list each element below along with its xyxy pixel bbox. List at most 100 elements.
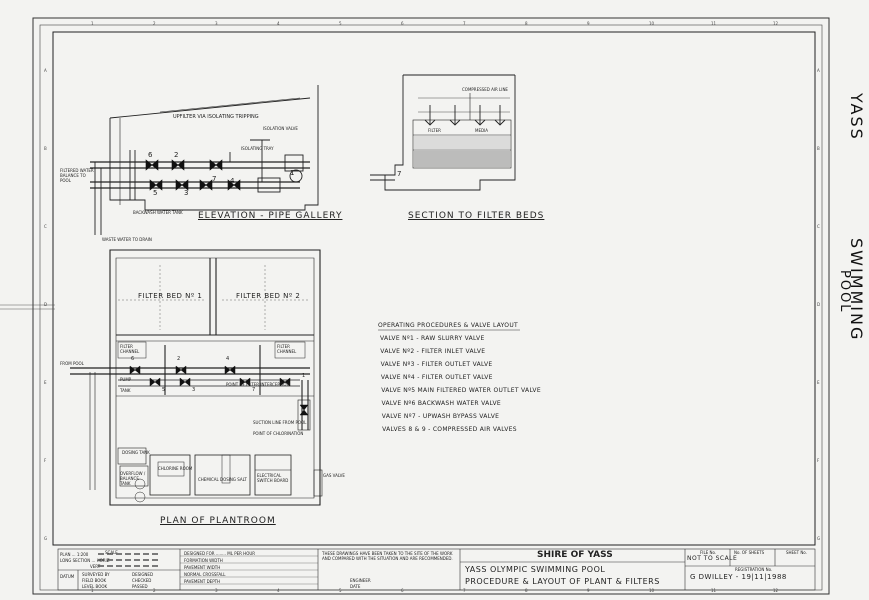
edge-number-bottom: 3 xyxy=(215,588,218,593)
section-media: MEDIA xyxy=(475,128,488,133)
edge-number-bottom: 9 xyxy=(587,588,590,593)
section-compressed-air: COMPRESSED AIR LINE xyxy=(462,87,508,92)
edge-letter-right: E xyxy=(817,380,820,385)
edge-letter-left: E xyxy=(44,380,47,385)
edge-number-top: 3 xyxy=(215,21,218,26)
plan-tank: TANK xyxy=(120,388,131,393)
edge-number-top: 12 xyxy=(773,21,779,26)
elevation-isolation-valve: ISOLATION VALVE xyxy=(263,126,298,131)
edge-number-bottom: 6 xyxy=(401,588,404,593)
tb-long-section: LONG SECTION ... HORIZ xyxy=(60,558,110,563)
tb-normal-crossfall: NORMAL CROSSFALL xyxy=(184,572,226,577)
plan-valve-3: 3 xyxy=(192,387,196,393)
tb-vert: VERT xyxy=(90,564,101,569)
edge-number-bottom: 1 xyxy=(91,588,94,593)
tb-plan-scale: PLAN ... 1:200 xyxy=(60,552,89,557)
edge-number-bottom: 7 xyxy=(463,588,466,593)
edge-number-top: 7 xyxy=(463,21,466,26)
elevation-top-note: UPFILTER VIA ISOLATING TRIPPING xyxy=(173,114,259,120)
tb-pavement-width: PAVEMENT WIDTH xyxy=(184,565,221,570)
edge-number-bottom: 8 xyxy=(525,588,528,593)
tb-formation-width: FORMATION WIDTH xyxy=(184,558,223,563)
edge-number-bottom: 4 xyxy=(277,588,280,593)
plan-valve-7: 7 xyxy=(252,387,256,393)
plan-filter-bed-1: FILTER BED Nº 1 xyxy=(138,292,203,300)
elevation-isolating-tray: ISOLATING TRAY xyxy=(241,146,274,151)
edge-number-top: 8 xyxy=(525,21,528,26)
edge-letter-left: D xyxy=(44,302,48,307)
edge-number-top: 6 xyxy=(401,21,404,26)
edge-number-top: 1 xyxy=(91,21,94,26)
plan-title: PLAN OF PLANTROOM xyxy=(160,516,276,526)
tb-project-line1: YASS OLYMPIC SWIMMING POOL xyxy=(465,565,606,574)
elevation-valve-3: 3 xyxy=(184,189,189,197)
plan-pump: PUMP xyxy=(120,377,132,382)
edge-number-top: 10 xyxy=(649,21,655,26)
edge-number-top: 11 xyxy=(711,21,717,26)
edge-letter-right: C xyxy=(817,224,820,229)
tb-date: DATE xyxy=(350,584,361,589)
elevation-title: ELEVATION - PIPE GALLERY xyxy=(198,211,343,221)
edge-letter-right: B xyxy=(817,146,820,151)
procedure-item: VALVE Nº4 - FILTER OUTLET VALVE xyxy=(380,374,493,381)
plan-valve-4: 4 xyxy=(226,356,230,362)
edge-letter-right: F xyxy=(817,458,820,463)
plan-from-pool: FROM POOL xyxy=(60,361,84,366)
plan-dosing-tank: DOSING TANK xyxy=(122,450,150,455)
tb-sheet-no-label: SHEET No. xyxy=(786,550,807,555)
elevation-valve-7: 7 xyxy=(212,175,217,183)
tb-field-book: FIELD BOOK xyxy=(82,578,107,583)
procedure-item: VALVE Nº6 BACKWASH WATER VALVE xyxy=(381,400,501,407)
edge-letter-left: G xyxy=(44,536,48,541)
edge-number-bottom: 12 xyxy=(773,588,779,593)
tb-level-book: LEVEL BOOK xyxy=(82,584,108,589)
plan-valve-1: 1 xyxy=(302,373,306,379)
section-valve-7: 7 xyxy=(397,170,402,178)
procedure-item: VALVES 8 & 9 - COMPRESSED AIR VALVES xyxy=(382,426,517,433)
plan-valve-6: 6 xyxy=(131,356,135,362)
plan-chlorine-room: CHLORINE ROOM xyxy=(158,466,193,471)
tb-registration-label: REGISTRATION No. xyxy=(735,567,773,572)
plan-filter-bed-2: FILTER BED Nº 2 xyxy=(236,292,301,300)
edge-letter-left: A xyxy=(44,68,47,73)
edge-letter-right: G xyxy=(817,536,821,541)
tb-project-line2: PROCEDURE & LAYOUT OF PLANT & FILTERS xyxy=(465,577,660,586)
plan-filter-channel-right: FILTER CHANNEL xyxy=(277,344,297,354)
tb-designed-for: DESIGNED FOR ........ ML PER HOUR xyxy=(184,551,256,556)
tb-designed: DESIGNED xyxy=(132,572,154,577)
section-filter: FILTER xyxy=(428,128,441,133)
elevation-waste-water: WASTE WATER TO DRAIN xyxy=(102,237,152,242)
elevation-valve-1: 1 xyxy=(290,169,295,177)
elevation-valve-5: 5 xyxy=(153,189,158,197)
tb-scale-label: SCALE xyxy=(105,550,118,555)
tb-sheets-label: No. OF SHEETS xyxy=(734,550,765,555)
tb-disclaimer: THESE DRAWINGS HAVE BEEN TAKEN TO THE SI… xyxy=(322,551,453,561)
edge-letter-right: D xyxy=(817,302,821,307)
edge-number-bottom: 10 xyxy=(649,588,655,593)
elevation-filtered-water: FILTERED WATER BALANCE TO POOL xyxy=(60,168,94,183)
edge-number-top: 4 xyxy=(277,21,280,26)
procedure-item: VALVE Nº1 - RAW SLURRY VALVE xyxy=(380,335,485,342)
edge-letter-right: A xyxy=(817,68,820,73)
tb-engineer: ENGINEER xyxy=(350,578,371,583)
plan-filter-channel-left: FILTER CHANNEL xyxy=(120,344,140,354)
edge-letter-left: B xyxy=(44,146,47,151)
tb-datum: DATUM xyxy=(60,574,75,579)
procedure-item: VALVE Nº2 - FILTER INLET VALVE xyxy=(380,348,486,355)
section-title: SECTION TO FILTER BEDS xyxy=(408,211,545,221)
procedure-item: VALVE Nº5 MAIN FILTERED WATER OUTLET VAL… xyxy=(381,387,541,394)
plan-chemical-dosing: CHEMICAL DOSING SALT xyxy=(198,477,247,482)
procedure-item: VALVE Nº3 - FILTER OUTLET VALVE xyxy=(380,361,493,368)
elevation-backwash-tank: BACKWASH WATER TANK xyxy=(133,210,183,215)
elevation-valve-6: 6 xyxy=(148,151,153,159)
tb-surveyed-by: SURVEYED BY xyxy=(82,572,110,577)
edge-number-bottom: 5 xyxy=(339,588,342,593)
plan-filter-interception: POINT OF FILTER INTERCEPTION xyxy=(226,382,290,387)
tb-drawn: G DWILLEY - 19|11|1988 xyxy=(690,573,787,581)
procedure-item: VALVE Nº7 - UPWASH BYPASS VALVE xyxy=(381,413,500,420)
tb-council: SHIRE OF YASS xyxy=(537,550,613,560)
edge-number-top: 2 xyxy=(153,21,156,26)
tb-file-no: NOT TO SCALE xyxy=(687,555,738,562)
tb-pavement-depth: PAVEMENT DEPTH xyxy=(184,579,221,584)
